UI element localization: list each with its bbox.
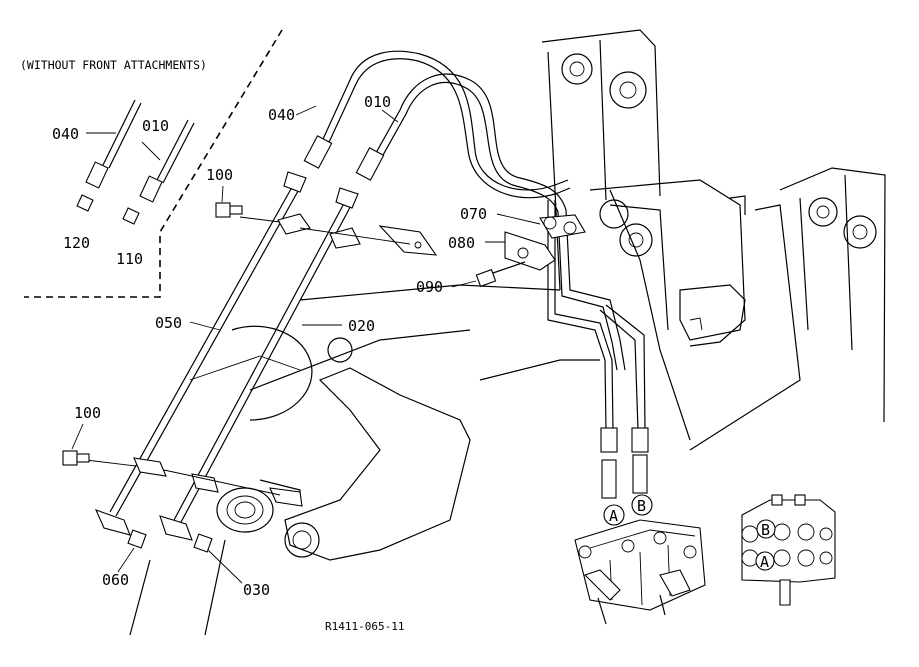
bolt-100-top xyxy=(215,202,243,218)
label-080: 080 xyxy=(448,234,475,252)
loader-frame-outline xyxy=(129,29,886,636)
inset-boundary-dashed-line xyxy=(24,29,283,298)
inset-note: (WITHOUT FRONT ATTACHMENTS) xyxy=(20,58,207,72)
inset-hose-040 xyxy=(76,99,142,212)
reference-code: R1411-065-11 xyxy=(325,620,404,633)
hose-010-main xyxy=(355,73,626,371)
label-050: 050 xyxy=(155,314,182,332)
label-100-top: 100 xyxy=(206,166,233,184)
label-040-inset: 040 xyxy=(52,125,79,143)
hose-clamp-070 xyxy=(539,214,586,239)
label-040-main: 040 xyxy=(268,106,295,124)
label-010-inset: 010 xyxy=(142,117,169,135)
hose-end-a xyxy=(600,427,618,453)
fitting-030 xyxy=(193,533,213,553)
port-a-valve-label: A xyxy=(609,507,618,525)
label-120: 120 xyxy=(63,234,90,252)
label-030: 030 xyxy=(243,581,270,599)
label-020: 020 xyxy=(348,317,375,335)
port-a-panel-marker xyxy=(755,551,775,571)
pipe-clamp-upper xyxy=(239,213,438,256)
label-070: 070 xyxy=(460,205,487,223)
inset-without-front-attachments: (WITHOUT FRONT ATTACHMENTS) 040 010 120 … xyxy=(20,29,283,298)
port-b-valve-label: B xyxy=(637,497,646,515)
label-110: 110 xyxy=(116,250,143,268)
adapter-a xyxy=(601,459,617,499)
hose-clamp-080 xyxy=(504,231,556,271)
hose-040-main xyxy=(303,50,571,199)
label-090: 090 xyxy=(416,278,443,296)
port-b-valve-marker xyxy=(631,494,653,516)
hose-end-b xyxy=(631,427,649,453)
hoses-to-valve xyxy=(547,200,649,499)
fitting-060 xyxy=(127,529,147,549)
label-100-bottom: 100 xyxy=(74,404,101,422)
label-060: 060 xyxy=(102,571,129,589)
port-b-panel-label: B xyxy=(761,521,770,539)
port-b-panel-marker xyxy=(756,519,776,539)
pipe-clamp-lower xyxy=(85,457,303,507)
pipe-020 xyxy=(159,187,359,553)
port-a-valve-marker xyxy=(603,504,625,526)
bolt-100-bottom xyxy=(62,450,90,466)
port-a-panel-label: A xyxy=(760,553,769,571)
inset-hose-010 xyxy=(122,119,195,225)
control-valve xyxy=(574,519,706,625)
bolt-090 xyxy=(475,261,526,288)
valve-port-panel xyxy=(741,494,836,606)
label-010-main: 010 xyxy=(364,93,391,111)
adapter-b xyxy=(632,454,648,494)
